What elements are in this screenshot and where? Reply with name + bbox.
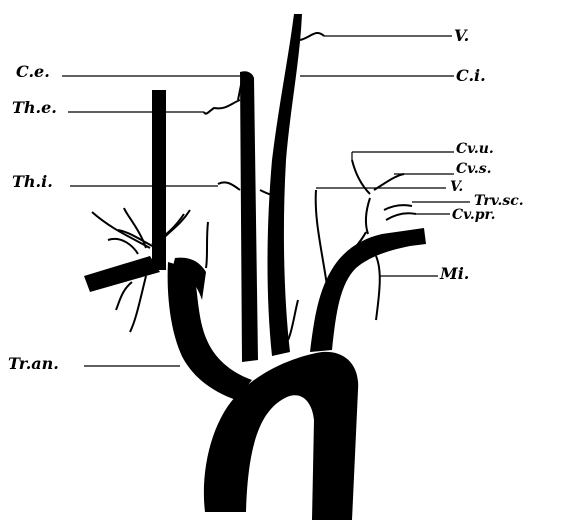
label-cvpr: Cv.pr.: [452, 208, 496, 222]
label-trvsc: Trv.sc.: [474, 194, 524, 208]
label-cvs: Cv.s.: [456, 162, 492, 176]
carotis-externa: [240, 71, 258, 362]
label-ci: C.i.: [456, 68, 486, 84]
label-mi: Mi.: [440, 266, 469, 282]
label-cvu: Cv.u.: [456, 142, 494, 156]
label-tran: Tr.an.: [8, 356, 59, 372]
label-ce: C.e.: [16, 64, 50, 80]
leader-lines: [62, 36, 470, 366]
label-v-mid: V.: [450, 180, 463, 194]
label-v-top: V.: [454, 28, 469, 44]
label-thi: Th.i.: [12, 174, 53, 190]
brachiocephalic-trunk: [168, 262, 252, 400]
label-the: Th.e.: [12, 100, 57, 116]
left-subclavian: [84, 256, 160, 292]
